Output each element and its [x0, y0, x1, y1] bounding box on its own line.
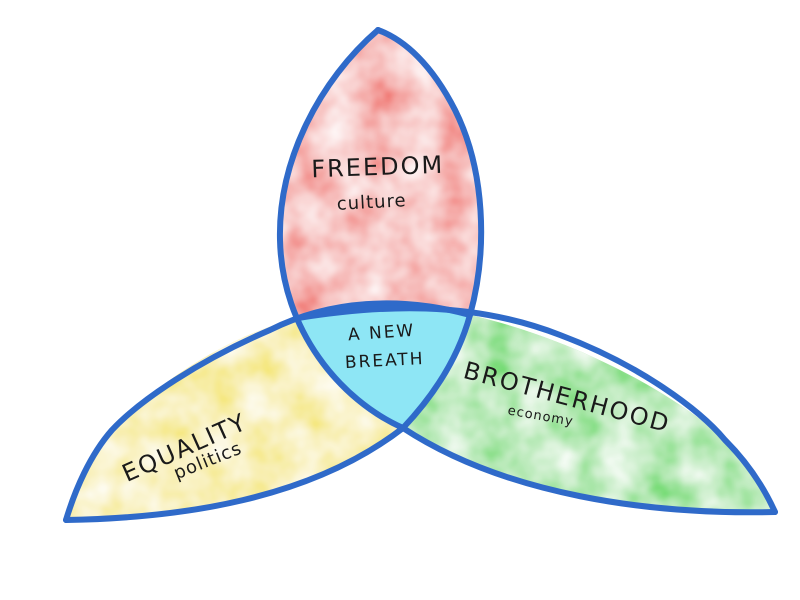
- petal-left-outline: [63, 300, 473, 523]
- center-label-line2: BREATH: [344, 349, 425, 373]
- petal-left-outline-bottom: [63, 425, 406, 523]
- petal-top-outline: [276, 27, 406, 431]
- petal-right-outline-bottom: [400, 425, 778, 516]
- petal-right-outline: [295, 305, 778, 515]
- petal-right-brotherhood: [403, 315, 775, 513]
- culture-label: culture: [336, 190, 407, 215]
- freedom-label: FREEDOM: [311, 151, 445, 184]
- petal-top-freedom: [279, 30, 482, 318]
- petal-left-equality: [66, 318, 403, 520]
- center-label-line1: A NEW: [347, 321, 416, 346]
- petal-top-outline-right: [375, 27, 485, 431]
